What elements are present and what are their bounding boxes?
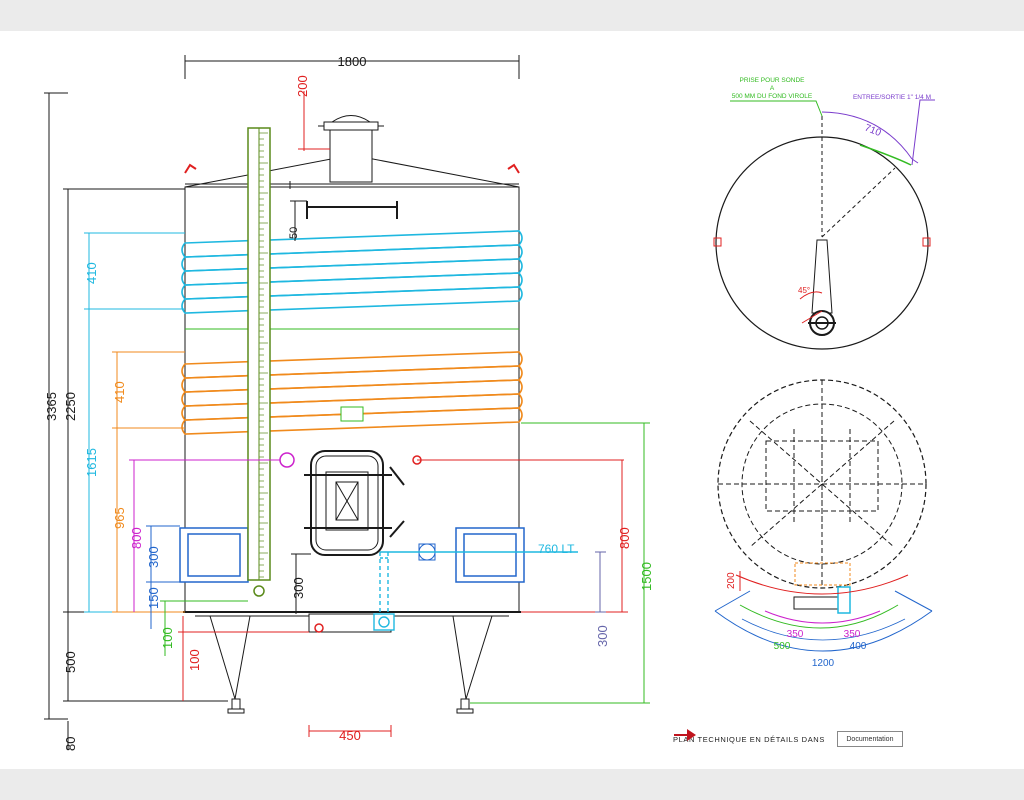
inlet-label: ENTREE/SORTIE 1" 1/4 M <box>853 94 931 101</box>
dim-300-drain: 300 <box>291 577 306 599</box>
dim-350-left: 350 <box>787 629 804 640</box>
level-gauge <box>247 127 271 597</box>
dim-1615: 1615 <box>84 448 99 477</box>
dim-450: 450 <box>339 728 361 743</box>
cooling-jacket-lower <box>181 351 523 435</box>
dim-1200: 1200 <box>812 658 835 669</box>
cyan-outlet <box>373 551 578 631</box>
angle-45: 45° <box>798 286 810 295</box>
dim-500-bottom: 500 <box>774 641 791 652</box>
green-plate <box>340 406 364 422</box>
dim-100-green: 100 <box>160 627 175 649</box>
bottom-view-labels: 200 350 350 500 400 1200 <box>726 572 867 669</box>
documentation-button[interactable]: Documentation <box>836 731 903 747</box>
dim-150: 150 <box>146 587 161 609</box>
side-panels <box>179 527 525 583</box>
probe-label-line2: A <box>770 85 775 92</box>
dim-965: 965 <box>112 507 127 529</box>
arrow-right-icon[interactable] <box>674 729 941 746</box>
probe-label-line3: 500 MM DU FOND VIROLE <box>732 93 813 100</box>
dim-total-height: 3365 <box>44 392 59 421</box>
footer-bar: PLAN TECHNIQUE EN DÉTAILS DANS Documenta… <box>673 728 941 750</box>
dimension-lines <box>44 55 650 749</box>
dim-400-bottom: 400 <box>850 641 867 652</box>
dim-300-right: 300 <box>595 625 610 647</box>
dim-800-right: 800 <box>617 527 632 549</box>
arc-710: 710 <box>863 123 883 140</box>
top-view <box>713 99 935 350</box>
volume-label: 760 LT <box>538 542 575 556</box>
technical-drawing: 1800 200 3365 2250 1615 410 410 965 800 … <box>44 54 935 751</box>
dim-410-lower: 410 <box>112 381 127 403</box>
dimension-labels: 1800 200 3365 2250 1615 410 410 965 800 … <box>44 54 654 751</box>
dim-foot: 80 <box>63 737 78 751</box>
dim-lid-height: 200 <box>295 75 310 97</box>
thermometer-icon <box>279 452 295 468</box>
top-view-labels: PRISE POUR SONDE A 500 MM DU FOND VIROLE… <box>732 77 931 295</box>
dim-body-height: 2250 <box>63 392 78 421</box>
drain-valve-icon <box>314 623 324 633</box>
dim-350-right: 350 <box>844 629 861 640</box>
dim-200-bottom: 200 <box>726 572 737 589</box>
drawing-sheet: 1800 200 3365 2250 1615 410 410 965 800 … <box>0 31 1024 769</box>
probe-label-line1: PRISE POUR SONDE <box>739 77 805 84</box>
dim-800-left: 800 <box>129 527 144 549</box>
cooling-jacket-upper <box>181 230 523 314</box>
bottom-view <box>714 379 933 652</box>
dim-width-top: 1800 <box>338 54 367 69</box>
dim-legs: 500 <box>63 651 78 673</box>
footer-text: PLAN TECHNIQUE EN DÉTAILS DANS <box>673 734 825 744</box>
dim-100-red: 100 <box>187 649 202 671</box>
dim-300-left: 300 <box>146 546 161 568</box>
dim-410-upper: 410 <box>84 262 99 284</box>
dim-50: 50 <box>288 227 300 239</box>
dim-1500: 1500 <box>639 562 654 591</box>
